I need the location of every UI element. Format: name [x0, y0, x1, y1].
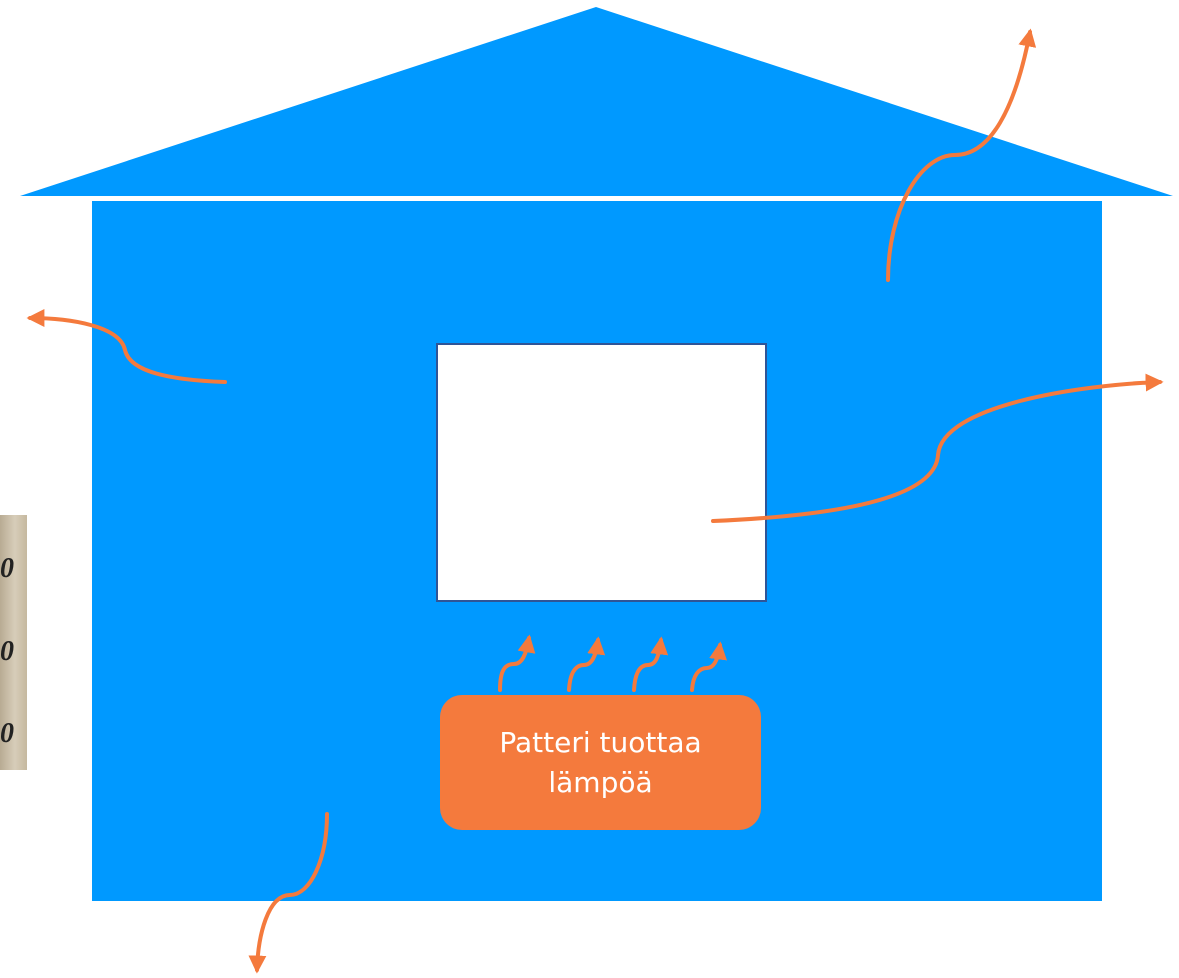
radiator-heat-arrow-icon — [690, 641, 728, 692]
radiator-heat-arrow-icon — [567, 636, 606, 692]
heat-arrow-icon — [248, 812, 329, 974]
thermometer-tick-label: 0 — [0, 553, 14, 584]
heat-arrow-icon — [711, 373, 1164, 523]
radiator-heat-arrow-icon — [632, 636, 669, 692]
radiator-heat-arrow-icon — [498, 634, 536, 692]
heat-arrow-icon — [886, 28, 1037, 282]
heat-arrow-icon — [26, 309, 227, 384]
thermometer-image: 0 0 0 — [0, 515, 27, 770]
house-roof — [20, 7, 1173, 196]
radiator-box — [440, 695, 761, 830]
thermometer-tick-label: 0 — [0, 636, 14, 667]
radiator-label: Patteri tuottaa lämpöä — [499, 725, 702, 799]
window — [436, 343, 767, 602]
thermometer-tick-label: 0 — [0, 718, 14, 749]
